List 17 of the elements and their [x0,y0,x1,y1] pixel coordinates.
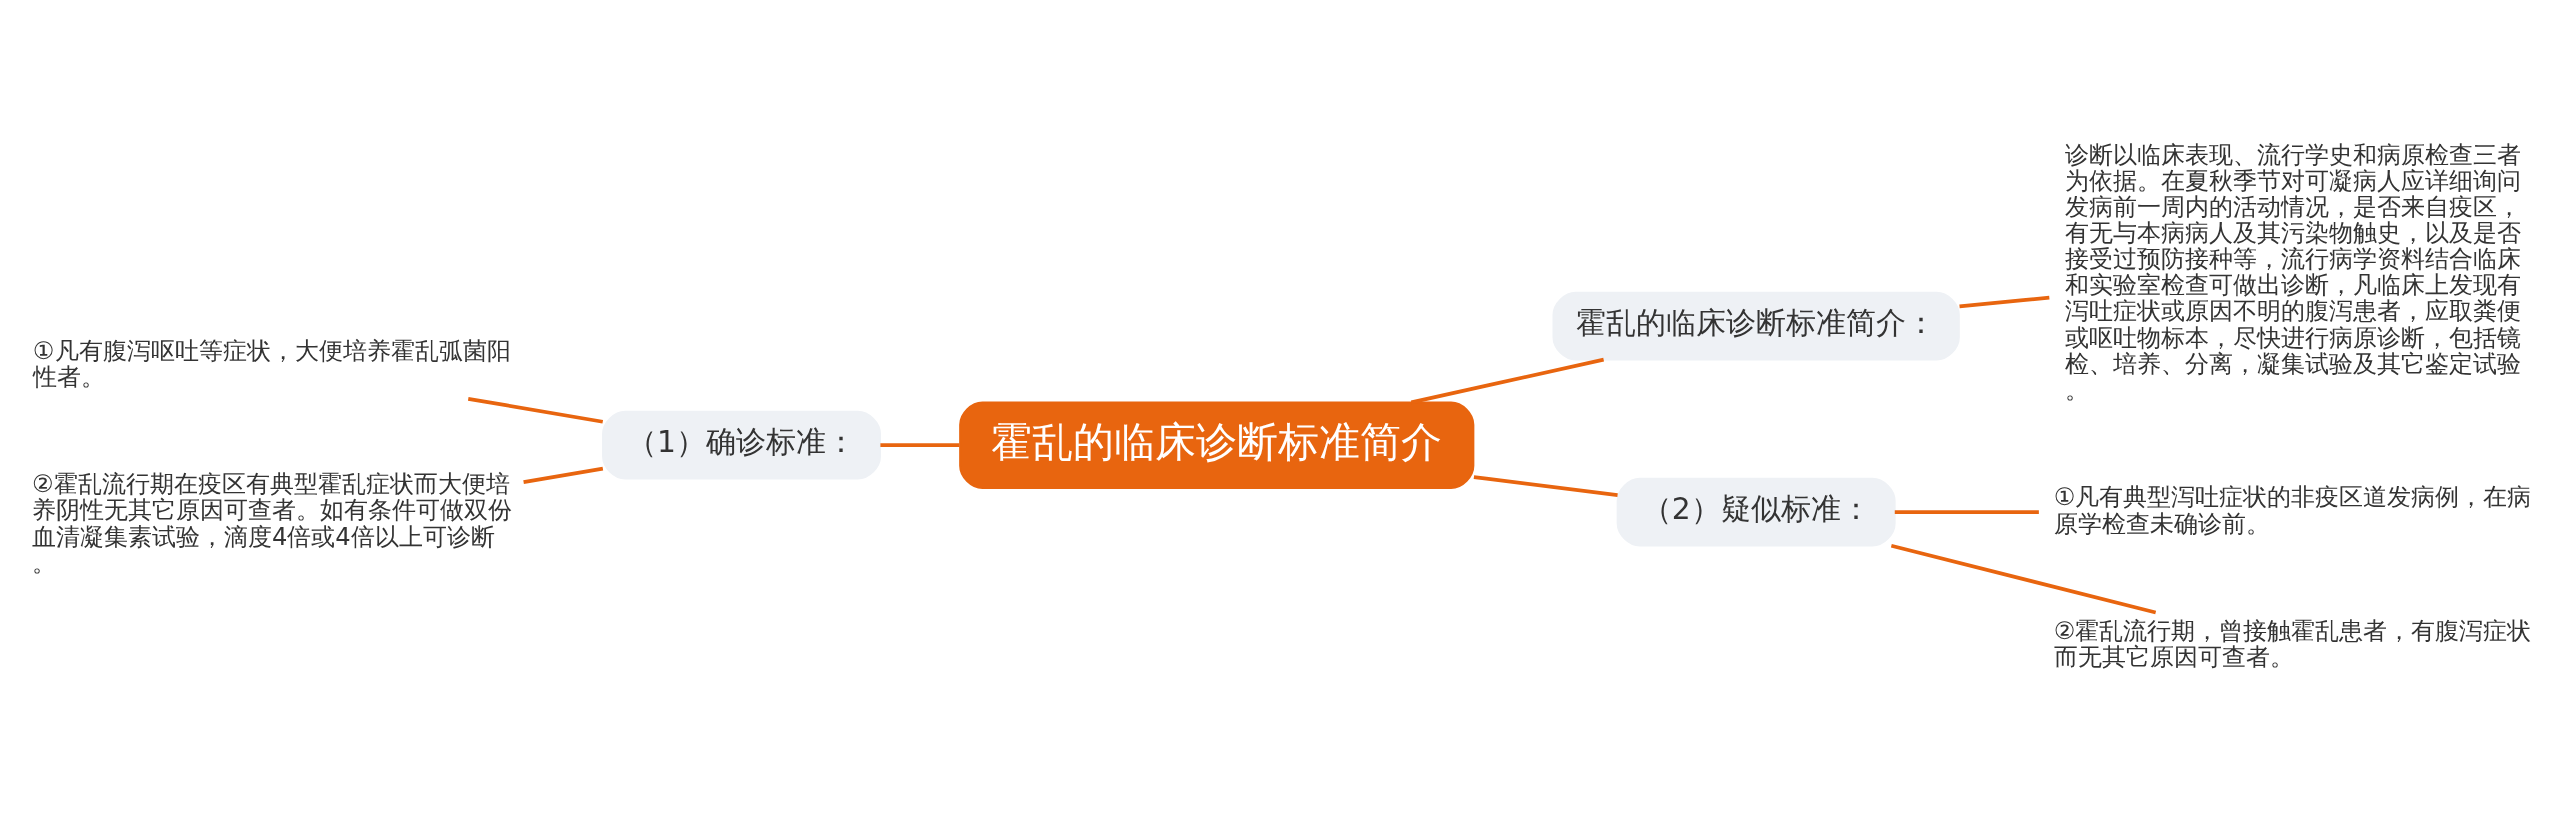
node-box: 霍乱的临床诊断标准简介： [1552,291,1960,361]
node-text: 诊断以临床表现、流行学史和病原检查三者为依据。在夏秋季节对可凝病人应详细询问发病前一周内的活动情况，是否来自疫区，有无与本病病人及其污染物触史，以及是否接受过预防接种等，流行病学资料结合临床和实验室检查可做出诊断，凡临床上发现有泻吐症状或原因不明的腹泻患者，应取粪便或呕吐物标本，尽快进行病原诊断，包括镜检、培养、分离，凝集试验及其它鉴定试验。 [2064,140,2521,404]
connector [467,396,604,424]
node-text: ②霍乱流行期，曾接触霍乱患者，有腹泻症状而无其它原因可查者。 [2053,616,2532,671]
connector [1473,474,1618,497]
node-box: （2）疑似标准： [1616,477,1896,547]
connector [1410,357,1605,404]
node-box: 霍乱的临床诊断标准简介 [959,401,1475,489]
node-box: （1）确诊标准： [602,410,882,480]
connector [1890,543,2157,614]
connector [1894,509,2039,514]
node-text: ②霍乱流行期在疫区有典型霍乱症状而大便培养阴性无其它原因可查者。如有条件可做双份血清凝集素试验，滴度4倍或4倍以上可诊断。 [31,469,512,577]
node-text: ①凡有典型泻吐症状的非疫区道发病例，在病原学检查未确诊前。 [2053,482,2532,537]
connector [523,466,604,484]
connector [1959,295,2050,308]
connector [880,442,960,447]
node-text: ①凡有腹泻呕吐等症状，大便培养霍乱弧菌阳性者。 [32,336,511,391]
